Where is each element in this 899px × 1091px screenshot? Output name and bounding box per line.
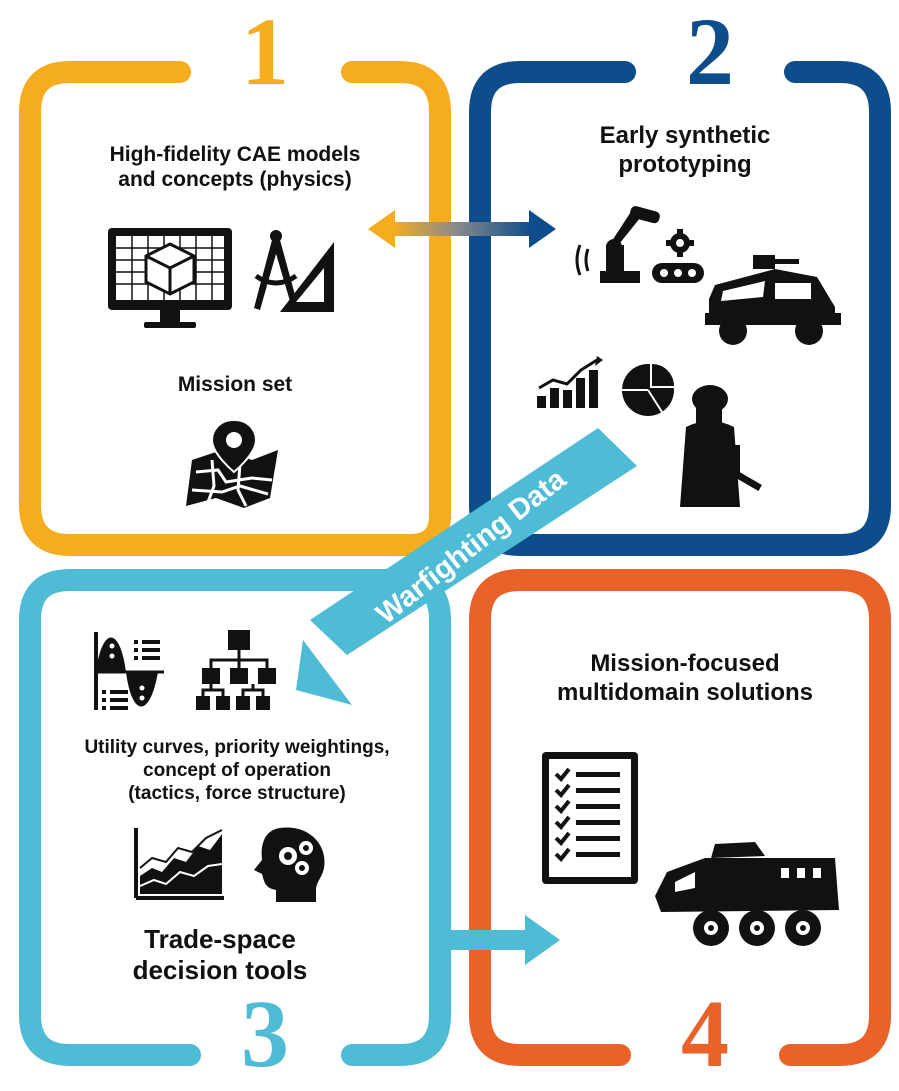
caption-line: Early synthetic [599,122,771,149]
quadrant-3-number: 3 [241,980,289,1087]
quadrant-2-caption: Early synthetic prototyping [560,122,810,180]
caption-line: Trade-space [144,924,296,954]
quadrant-4-caption: Mission-focused multidomain solutions [525,650,845,708]
double-arrow-1-2 [368,210,556,248]
head-gears-icon [254,827,325,902]
arrow-3-4 [440,915,560,965]
quadrant-4-number: 4 [681,980,729,1087]
pie-chart-icon [622,362,676,416]
caption-line: and concepts (physics) [118,168,352,192]
soldier-icon [680,385,762,507]
quadrant-1-frame [19,61,451,556]
military-truck-icon [705,255,841,345]
caption-line: multidomain solutions [557,678,813,706]
caption-line: Mission-focused [590,650,780,677]
quadrant-3-frame [19,569,451,1066]
caption-line: (tactics, force structure) [128,782,346,804]
quadrant-3-subcaption: Trade-space decision tools [80,924,360,986]
quadrant-1-number: 1 [241,0,289,105]
robot-arm-icon [575,206,704,283]
utility-curve-icon [94,632,164,710]
map-pin-icon [186,418,278,508]
checklist-icon [542,752,638,884]
caption-line: decision tools [132,955,308,986]
quadrant-1-subcaption: Mission set [177,373,293,396]
quadrant-2-number: 2 [686,0,734,105]
quadrant-3-caption: Utility curves, priority weightings, con… [52,737,422,805]
quadrant-2-frame [469,61,891,556]
caption-line: High-fidelity CAE models [109,143,361,166]
monitor-cube-icon [108,228,232,328]
compass-ruler-icon [254,230,334,312]
area-chart-icon [134,828,224,900]
org-chart-icon [196,630,276,710]
quadrant-1-caption: High-fidelity CAE models and concepts (p… [70,142,400,192]
armored-vehicle-icon [655,842,839,946]
quadrant-4-frame [469,569,891,1066]
bar-chart-icon [537,356,603,408]
caption-line: prototyping [618,150,752,178]
caption-line: concept of operation [143,759,331,781]
caption-line: Utility curves, priority weightings, [84,737,390,758]
